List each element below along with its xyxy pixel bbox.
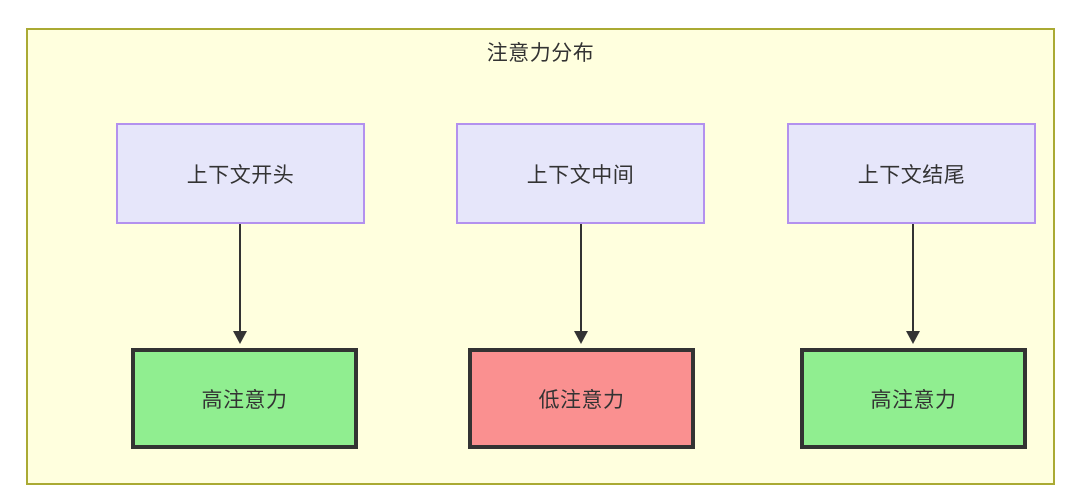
- edge-line: [239, 224, 241, 336]
- subgraph-title: 注意力分布: [486, 42, 595, 65]
- edge-context-start-to-high-attention: [232, 224, 248, 348]
- edge-context-middle-to-low-attention: [573, 224, 589, 348]
- attention-distribution-subgraph: 注意力分布 上下文开头 上下文中间 上下文结尾 高注意力 低: [26, 28, 1055, 485]
- node-context-start[interactable]: 上下文开头: [116, 123, 365, 224]
- arrow-down-icon: [906, 331, 920, 344]
- edge-context-end-to-high-attention: [905, 224, 921, 348]
- node-context-end-label: 上下文结尾: [857, 163, 966, 187]
- node-context-middle[interactable]: 上下文中间: [456, 123, 705, 224]
- edge-line: [912, 224, 914, 336]
- node-context-middle-label: 上下文中间: [526, 163, 635, 187]
- node-context-start-label: 上下文开头: [186, 163, 295, 187]
- node-high-attention-end[interactable]: 高注意力: [800, 348, 1027, 449]
- node-low-attention-middle[interactable]: 低注意力: [468, 348, 695, 449]
- node-context-end[interactable]: 上下文结尾: [787, 123, 1036, 224]
- arrow-down-icon: [574, 331, 588, 344]
- arrow-down-icon: [233, 331, 247, 344]
- node-low-attention-middle-label: 低注意力: [538, 388, 625, 412]
- edge-line: [580, 224, 582, 336]
- node-high-attention-start[interactable]: 高注意力: [131, 348, 358, 449]
- node-high-attention-end-label: 高注意力: [870, 388, 957, 412]
- node-high-attention-start-label: 高注意力: [201, 388, 288, 412]
